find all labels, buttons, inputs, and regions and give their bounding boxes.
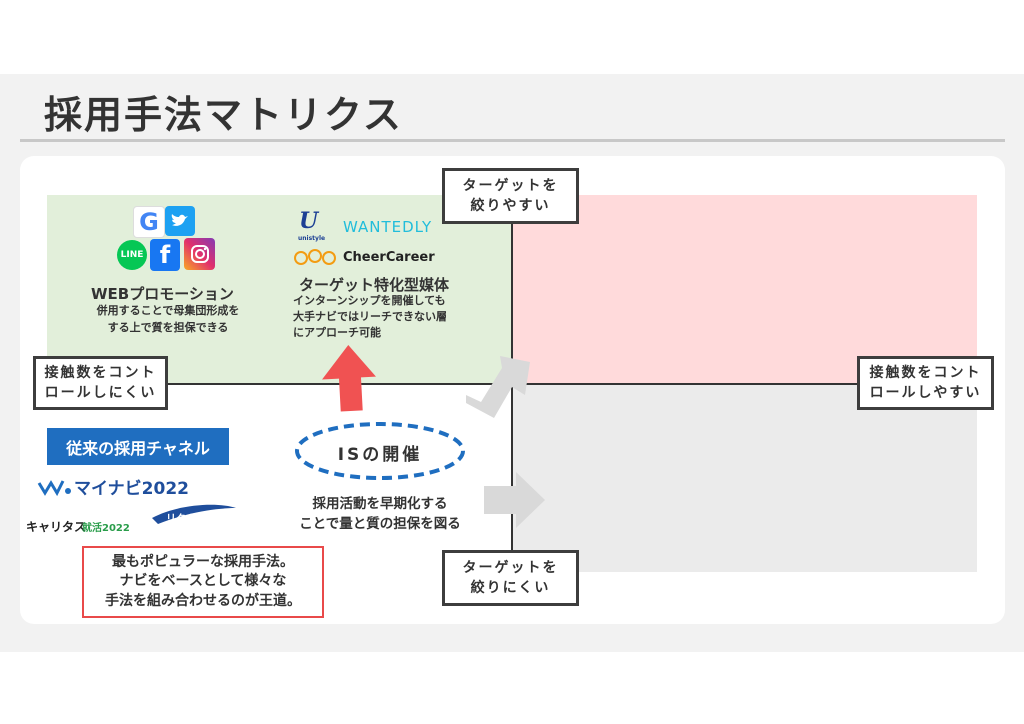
title-divider: [20, 139, 1005, 142]
quadrant-top-right: [512, 195, 977, 384]
traditional-channel-label: 従来の採用チャネル: [47, 428, 229, 465]
wantedly-logo: WANTEDLY: [343, 218, 433, 236]
web-promo-desc: 併用することで母集団形成を する上で質を担保できる: [96, 304, 240, 334]
instagram-icon: [184, 238, 215, 270]
axis-label-left: 接触数をコント ロールしにくい: [33, 356, 168, 410]
rikunabi-logo-swoosh: [152, 504, 236, 524]
axis-label-top: ターゲットを 絞りやすい: [442, 168, 579, 224]
cheercareer-logo-mark: [294, 249, 336, 265]
is-event-ellipse: [295, 422, 465, 480]
quadrant-top-left: [47, 195, 512, 384]
is-event-desc: 採用活動を早期化する ことで量と質の担保を図る: [299, 496, 461, 532]
google-icon: G: [133, 206, 165, 238]
targeted-media-title: ターゲット特化型媒体: [299, 276, 450, 294]
web-promo-title: WEBプロモーション: [91, 285, 234, 303]
axis-label-bottom: ターゲットを 絞りにくい: [442, 550, 579, 606]
unistyle-logo-text: unistyle: [298, 235, 326, 242]
cheercareer-logo: CheerCareer: [343, 250, 435, 265]
mynavi-logo: マイナビ2022: [74, 479, 189, 499]
careertasu-logo-sub: 就活2022: [82, 523, 130, 534]
line-icon: LINE: [117, 240, 147, 270]
facebook-icon: f: [150, 239, 180, 271]
quadrant-bottom-right: [512, 384, 977, 572]
unistyle-logo-mark: U: [299, 208, 319, 234]
rikunabi-logo: リクナビ2022: [166, 514, 234, 525]
is-event-label: ISの開催: [337, 445, 423, 465]
axis-label-right: 接触数をコント ロールしやすい: [857, 356, 994, 410]
page-title: 採用手法マトリクス: [44, 93, 403, 137]
targeted-media-desc: インターンシップを開催しても 大手ナビではリーチできない層 にアプローチ可能: [293, 294, 447, 339]
twitter-icon: [165, 206, 195, 236]
traditional-note: 最もポピュラーな採用手法。 ナビをベースとして様々な 手法を組み合わせるのが王道…: [82, 546, 324, 618]
mynavi-logo-mark: [37, 480, 71, 497]
careertasu-logo: キャリタス: [26, 520, 87, 534]
